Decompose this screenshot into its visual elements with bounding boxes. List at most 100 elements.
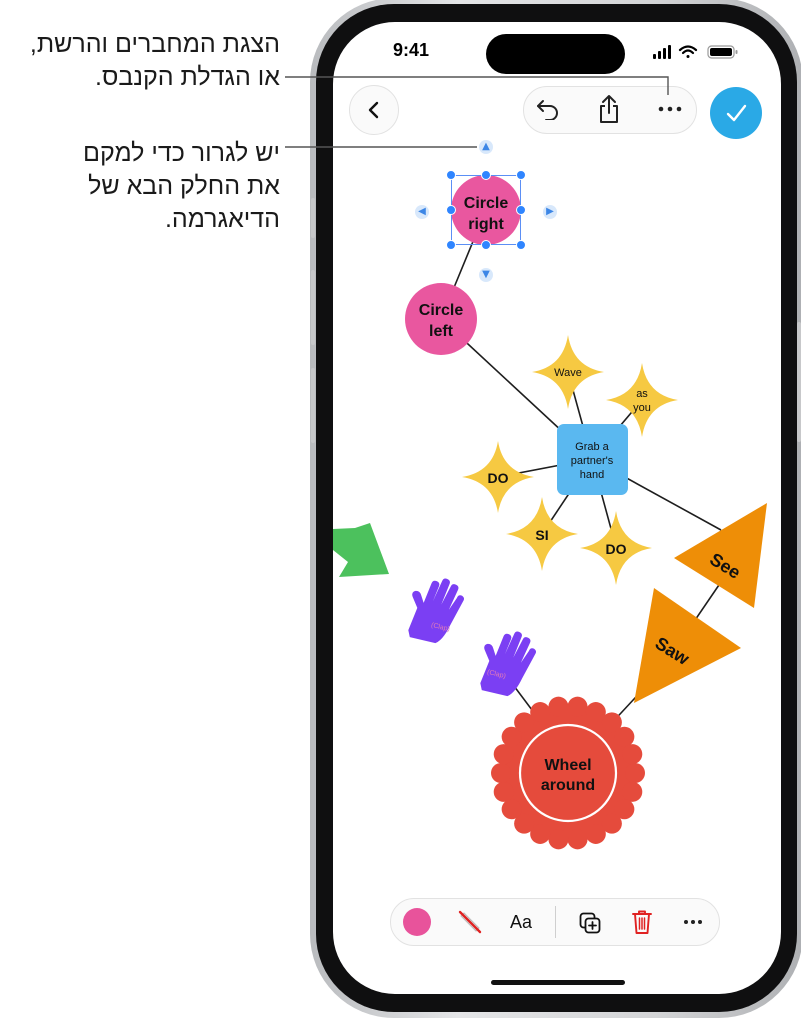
- circle-left-label: Circle: [419, 302, 464, 319]
- undo-icon: [537, 100, 558, 120]
- status-time: 9:41: [393, 40, 430, 60]
- as-you-label: you: [633, 402, 651, 414]
- signal-icon: [653, 45, 671, 59]
- resize-handle[interactable]: [446, 205, 456, 215]
- wheel-label: around: [541, 777, 595, 794]
- share-button[interactable]: [592, 90, 626, 128]
- callout-canvas-options: הצגת המחברים והרשת, או הגדלת הקנבס.: [0, 28, 280, 94]
- wheel-scallop: [548, 829, 569, 850]
- wheel-scallop: [530, 823, 551, 844]
- duplicate-button[interactable]: [574, 908, 606, 938]
- wheel-scallop: [514, 712, 535, 733]
- star-do-left-shape: [462, 441, 534, 513]
- star-wave-shape: [532, 335, 604, 409]
- as-you-label: as: [636, 388, 648, 400]
- volume-up-button: [311, 270, 315, 345]
- add-connection-right-icon[interactable]: ▶: [543, 205, 557, 219]
- callout-line: את החלק הבא של: [88, 172, 280, 200]
- grab-label: partner's: [571, 455, 614, 467]
- stroke-none-icon: [458, 910, 482, 934]
- resize-handle[interactable]: [481, 240, 491, 250]
- grab-label: hand: [580, 469, 604, 481]
- add-connection-left-icon[interactable]: ◀: [415, 205, 429, 219]
- stroke-button[interactable]: [453, 906, 487, 938]
- wheel-around-shape: [491, 696, 645, 850]
- format-divider: [555, 906, 556, 938]
- trash-icon: [632, 910, 652, 934]
- callout-line: יש לגרור כדי למקם: [83, 139, 280, 167]
- see-triangle-shape: [674, 503, 767, 608]
- callout-line: הצגת המחברים והרשת,: [29, 30, 280, 58]
- star-as-you-shape: [606, 363, 678, 437]
- saw-triangle-shape: [634, 588, 741, 703]
- power-button: [797, 322, 801, 442]
- resize-handle[interactable]: [446, 240, 456, 250]
- callout-line: או הגדלת הקנבס.: [95, 63, 280, 91]
- done-button[interactable]: [710, 87, 762, 139]
- hand-upper-shape: [408, 578, 465, 644]
- clap-label-lower: (Clap): [486, 669, 506, 680]
- clap-label-upper: (Clap): [430, 622, 450, 633]
- circle-right-label: right: [468, 216, 504, 233]
- more-icon: [684, 920, 702, 924]
- wheel-scallop: [567, 829, 588, 850]
- wheel-scallop: [601, 712, 622, 733]
- wheel-scallop: [548, 696, 569, 717]
- home-indicator: [491, 980, 625, 985]
- more-icon: [658, 106, 682, 112]
- share-icon: [600, 95, 618, 123]
- wheel-scallop: [530, 702, 551, 723]
- wheel-scallop: [493, 744, 514, 765]
- resize-handle[interactable]: [516, 205, 526, 215]
- chevron-left-icon: [368, 101, 379, 119]
- do-right-label: DO: [606, 541, 627, 557]
- circle-left-label: left: [429, 323, 454, 340]
- wheel-scallop: [567, 696, 588, 717]
- more-button[interactable]: [653, 92, 687, 126]
- phone-screen: 9:41: [333, 22, 781, 994]
- circle-left-shape: [405, 283, 477, 355]
- circle-right-shape: [451, 175, 521, 245]
- wheel-scallop: [601, 813, 622, 834]
- resize-handle[interactable]: [516, 240, 526, 250]
- wave-label: Wave: [554, 367, 582, 379]
- star-do-right-shape: [580, 511, 652, 585]
- wheel-scallop: [501, 726, 522, 747]
- format-more-button[interactable]: [677, 908, 709, 936]
- duplicate-icon: [579, 912, 601, 934]
- fill-color-swatch[interactable]: [403, 908, 431, 936]
- wheel-scallop: [622, 781, 643, 802]
- text-style-button[interactable]: Aa: [509, 911, 533, 932]
- wheel-scallop: [585, 702, 606, 723]
- resize-handle[interactable]: [446, 170, 456, 180]
- status-icons: [653, 44, 743, 65]
- resize-handle[interactable]: [516, 170, 526, 180]
- wheel-scallop: [501, 799, 522, 820]
- wifi-icon: [678, 45, 698, 58]
- wheel-scallop: [585, 823, 606, 844]
- wheel-scallop: [614, 799, 635, 820]
- grab-partner-shape: [557, 424, 628, 495]
- wheel-scallop: [493, 781, 514, 802]
- dynamic-island: [486, 34, 625, 74]
- do-left-label: DO: [488, 470, 509, 486]
- add-connection-down-icon[interactable]: ▼: [479, 268, 493, 282]
- checkmark-icon: [726, 104, 747, 122]
- delete-button[interactable]: [626, 906, 658, 938]
- callout-line: הדיאגרמה.: [164, 205, 280, 233]
- wheel-scallop: [614, 726, 635, 747]
- circle-right-label: Circle: [464, 195, 509, 212]
- grab-label: Grab a: [575, 441, 610, 453]
- hand-lower-shape: [480, 631, 537, 697]
- wheel-label: Wheel: [544, 757, 591, 774]
- callout-drag-next: יש לגרור כדי למקם את החלק הבא של הדיאגרמ…: [0, 137, 280, 236]
- diagram-canvas[interactable]: Circle right Circle left Wave as you DO …: [333, 22, 781, 994]
- star-si-shape: [506, 497, 578, 571]
- wheel-scallop: [491, 763, 511, 783]
- add-connection-up-icon[interactable]: ▲: [479, 140, 493, 154]
- wheel-scallop: [622, 744, 643, 765]
- undo-button[interactable]: [531, 92, 565, 126]
- volume-down-button: [311, 368, 315, 443]
- resize-handle[interactable]: [481, 170, 491, 180]
- wheel-scallop: [625, 763, 645, 783]
